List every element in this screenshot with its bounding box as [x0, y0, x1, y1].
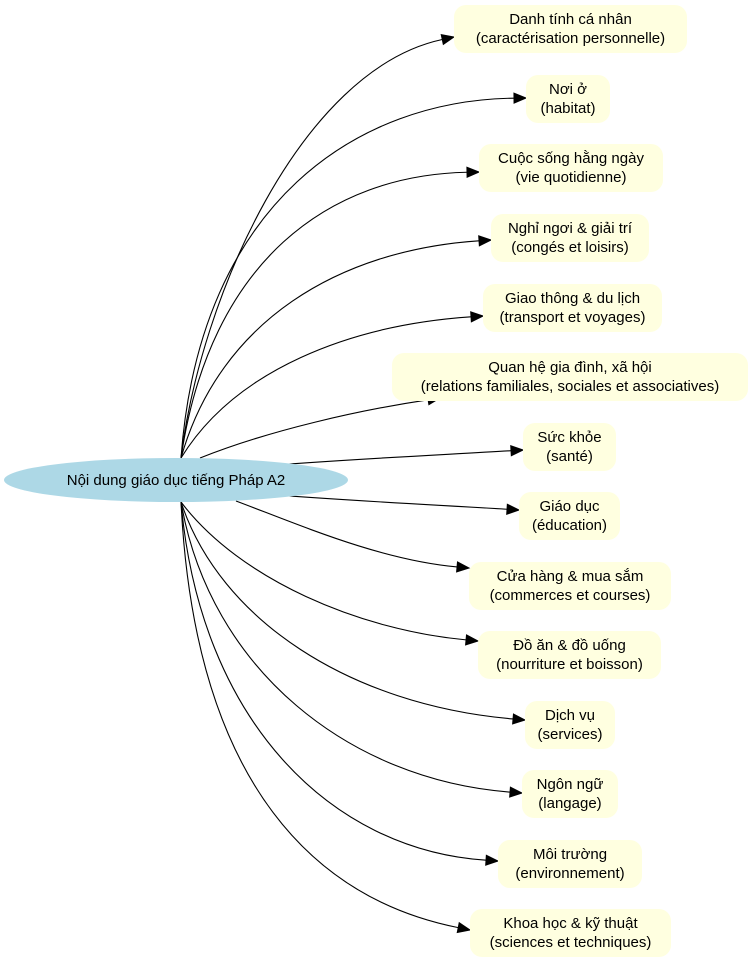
topic-node-label: Đồ ăn & đồ uống	[513, 637, 626, 654]
edge-arrowhead-icon	[512, 713, 527, 725]
edge-arrowhead-icon	[456, 921, 472, 934]
topic-node-label: Ngôn ngữ	[537, 776, 604, 793]
topic-node-sublabel: (commerces et courses)	[490, 587, 651, 604]
edge-arrowhead-icon	[470, 311, 485, 323]
topic-node-label: Quan hệ gia đình, xã hội	[488, 359, 651, 376]
edge-line	[180, 316, 472, 459]
edge-line	[180, 501, 487, 861]
topic-node-sublabel: (éducation)	[532, 517, 607, 534]
edge-line	[180, 501, 467, 641]
topic-node-label: Giáo dục	[539, 498, 600, 515]
topic-node-shape	[483, 284, 662, 332]
topic-node-label: Nơi ở	[549, 81, 587, 98]
topic-node-sublabel: (sciences et techniques)	[490, 934, 652, 951]
topic-node-shape	[454, 5, 687, 53]
topic-node-sublabel: (caractérisation personnelle)	[476, 30, 665, 47]
topic-node-shape	[523, 423, 616, 471]
topic-node: Dịch vụ (services)	[525, 701, 615, 749]
edge-arrowhead-icon	[485, 854, 500, 866]
edge-arrowhead-icon	[456, 561, 471, 573]
topic-node-shape	[498, 840, 642, 888]
edge-line	[180, 240, 480, 459]
edge-arrowhead-icon	[509, 786, 524, 798]
topic-node-shape	[392, 353, 748, 401]
edge-arrowhead-icon	[478, 235, 493, 247]
topic-node: Giao thông & du lịch (transport et voyage…	[483, 284, 662, 332]
topic-node-label: Môi trường	[533, 846, 607, 863]
topic-node: Cuộc sống hằng ngày (vie quotidienne)	[479, 144, 663, 192]
topic-node: Sức khỏe (santé)	[523, 423, 616, 471]
topic-node-shape	[470, 909, 671, 957]
topic-node-label: Danh tính cá nhân	[509, 11, 632, 28]
topic-node: Giáo dục (éducation)	[519, 492, 620, 540]
topic-node-sublabel: (habitat)	[540, 100, 595, 117]
edge-line	[180, 501, 511, 793]
topic-node-sublabel: (transport et voyages)	[500, 309, 646, 326]
edge-arrowhead-icon	[440, 33, 456, 46]
topic-node-label: Giao thông & du lịch	[505, 290, 640, 307]
topic-node-sublabel: (services)	[537, 726, 602, 743]
topic-node-sublabel: (santé)	[546, 448, 593, 465]
edge-arrowhead-icon	[513, 92, 528, 104]
topic-node: Cửa hàng & mua sắm (commerces et courses)	[469, 562, 671, 610]
topic-node-shape	[525, 701, 615, 749]
topic-node-label: Cửa hàng & mua sắm	[497, 568, 644, 585]
topic-node-label: Nghỉ ngơi & giải trí	[508, 220, 633, 237]
topic-node-label: Dịch vụ	[545, 707, 595, 724]
topic-node-sublabel: (vie quotidienne)	[516, 169, 627, 186]
topic-node: Danh tính cá nhân (caractérisation person…	[454, 5, 687, 53]
edge-arrowhead-icon	[510, 445, 525, 457]
topic-node-shape	[491, 214, 649, 262]
topic-node-label: Cuộc sống hằng ngày	[498, 150, 644, 167]
edge-line	[180, 501, 514, 720]
edge-arrowhead-icon	[466, 166, 481, 179]
edge-line	[180, 38, 443, 459]
root-node-shape	[4, 458, 348, 502]
edge-line	[180, 97, 515, 459]
edge-arrowhead-icon	[465, 634, 480, 646]
topic-node-shape	[519, 492, 620, 540]
topic-node-sublabel: (relations familiales, sociales et assoc…	[421, 378, 719, 395]
edge-line	[235, 500, 458, 568]
topic-node-sublabel: (nourriture et boisson)	[496, 656, 643, 673]
topic-node-label: Khoa học & kỹ thuật	[503, 915, 638, 932]
topic-node: Đồ ăn & đồ uống (nourriture et boisson)	[478, 631, 661, 679]
topic-node-sublabel: (environnement)	[515, 865, 624, 882]
topic-node-sublabel: (congés et loisirs)	[511, 239, 629, 256]
topic-node: Quan hệ gia đình, xã hội (relations famil…	[392, 353, 748, 401]
topic-node-shape	[479, 144, 663, 192]
topic-node-sublabel: (langage)	[538, 795, 601, 812]
topic-node-shape	[526, 75, 610, 123]
topic-node: Khoa học & kỹ thuật (sciences et techniqu…	[470, 909, 671, 957]
topic-node-label: Sức khỏe	[537, 429, 601, 446]
topic-node: Nơi ở (habitat)	[526, 75, 610, 123]
root-node: Nội dung giáo dục tiếng Pháp A2	[4, 458, 348, 502]
topic-node-shape	[478, 631, 661, 679]
edge-line	[199, 399, 429, 459]
topic-nodes-layer: Danh tính cá nhân (caractérisation person…	[392, 5, 748, 957]
edge-line	[180, 501, 459, 929]
topic-node: Ngôn ngữ (langage)	[522, 770, 618, 818]
topic-node-shape	[522, 770, 618, 818]
topic-node: Môi trường (environnement)	[498, 840, 642, 888]
edge-line	[180, 171, 468, 459]
topic-node-shape	[469, 562, 671, 610]
topic-node: Nghỉ ngơi & giải trí (congés et loisirs)	[491, 214, 649, 262]
edge-arrowhead-icon	[506, 503, 521, 515]
root-node-label: Nội dung giáo dục tiếng Pháp A2	[67, 472, 286, 489]
